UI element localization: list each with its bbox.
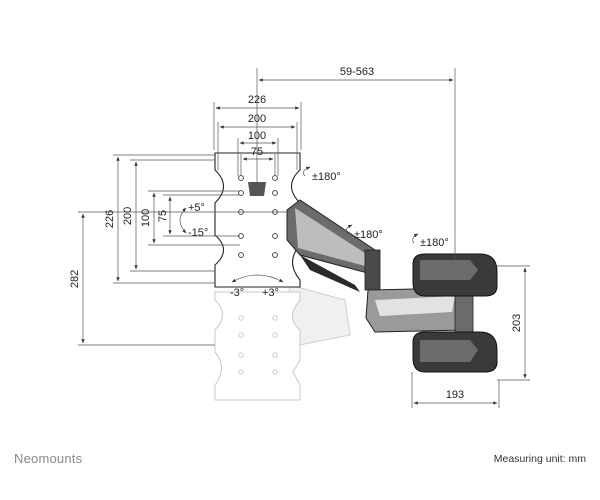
arm-height-label: 203 bbox=[511, 314, 523, 332]
rotation-arrows bbox=[179, 166, 419, 283]
vesa-height-200-label: 200 bbox=[122, 207, 134, 225]
total-height-label: 282 bbox=[69, 270, 81, 288]
vesa-width-100-label: 100 bbox=[248, 130, 266, 142]
swivel-label-2: ±180° bbox=[354, 229, 383, 241]
reach-label: 59-563 bbox=[340, 66, 374, 78]
vesa-height-75-label: 75 bbox=[157, 210, 169, 222]
measuring-unit-note: Measuring unit: mm bbox=[493, 453, 586, 465]
rotate-right-label: +3° bbox=[262, 287, 279, 299]
swivel-label-1: ±180° bbox=[312, 171, 341, 183]
arm-depth-label: 193 bbox=[446, 389, 464, 401]
swing-arm bbox=[286, 199, 498, 373]
vesa-height-226-label: 226 bbox=[104, 210, 116, 228]
brand-logo-text: Neomounts bbox=[14, 451, 83, 466]
vesa-width-75-label: 75 bbox=[251, 146, 263, 158]
vesa-plate bbox=[214, 152, 301, 288]
tilt-down-label: -15° bbox=[188, 227, 208, 239]
swivel-label-3: ±180° bbox=[420, 237, 449, 249]
rotate-left-label: -3° bbox=[230, 287, 244, 299]
tilt-up-label: +5° bbox=[188, 202, 205, 214]
vesa-width-200-label: 200 bbox=[248, 113, 266, 125]
vesa-height-100-label: 100 bbox=[140, 209, 152, 227]
ghost-mount bbox=[214, 284, 351, 401]
vesa-width-226-label: 226 bbox=[248, 94, 266, 106]
